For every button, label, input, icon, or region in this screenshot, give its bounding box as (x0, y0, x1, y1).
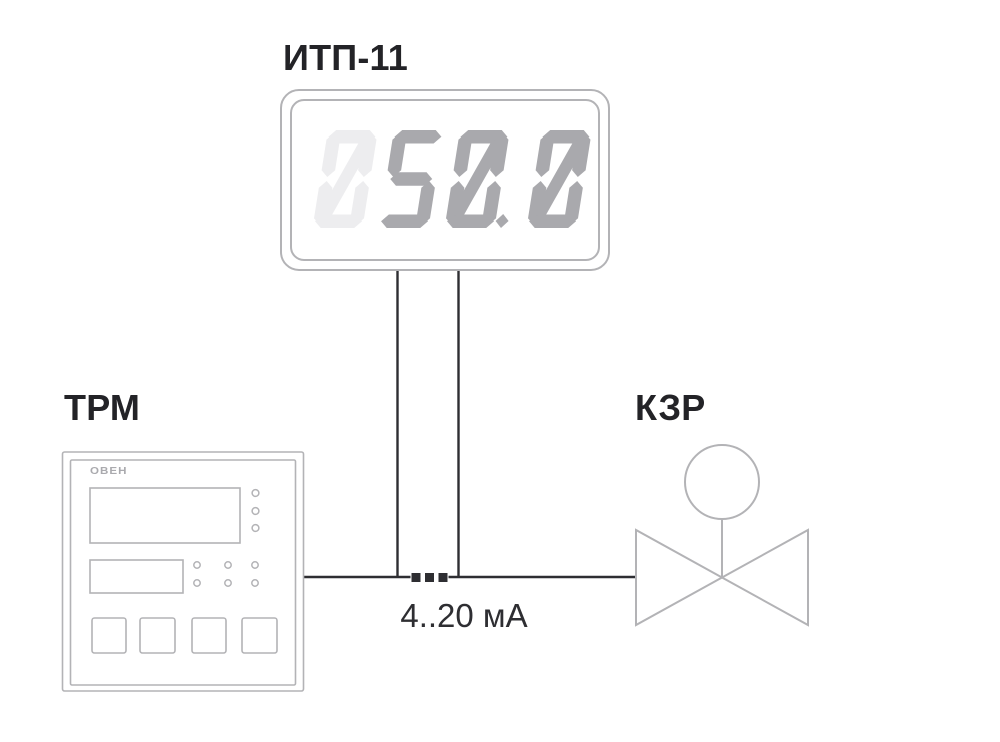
trm-led-6 (251, 561, 259, 569)
digit-segment (318, 139, 372, 219)
trm-main-display (89, 487, 241, 544)
trm-button-3 (191, 617, 227, 654)
digit-segment (394, 130, 442, 144)
wire-dot-1 (411, 573, 421, 582)
trm-secondary-display (89, 559, 184, 594)
trm-button-2 (139, 617, 176, 654)
trm-led-9 (251, 579, 259, 587)
controller-label: ТРМ (64, 387, 141, 428)
valve-body-left-triangle (635, 528, 725, 627)
trm-inner-frame (69, 459, 297, 686)
digit-segment (482, 181, 501, 225)
decimal-point (495, 214, 509, 228)
digit-segment (532, 139, 586, 219)
current-loop-wiring (304, 270, 637, 582)
trm-led-2 (251, 506, 260, 516)
valve-symbol (635, 444, 809, 627)
indicator-outer-bezel (280, 89, 610, 271)
trm-led-1 (251, 488, 260, 498)
trm-led-5 (224, 561, 232, 569)
digit-segment (387, 133, 406, 177)
seven-segment-readout (314, 130, 591, 228)
trm-button-4 (241, 617, 278, 654)
digit-segment (453, 133, 472, 177)
digit-segment (381, 214, 429, 228)
trm-button-1 (91, 617, 127, 654)
digit-segment (535, 133, 554, 177)
trm-led-3 (251, 523, 260, 533)
seven-seg-digit (528, 130, 591, 228)
indicator-label: ИТП-11 (283, 37, 408, 78)
digit-segment (390, 172, 433, 186)
trm-led-7 (193, 579, 201, 587)
wire-dot-3 (438, 573, 448, 582)
seven-seg-digit (446, 130, 509, 228)
digit-segment (350, 181, 369, 225)
seven-seg-digit (314, 130, 377, 228)
seven-seg-digit (381, 130, 442, 228)
valve-body-right-triangle (719, 528, 809, 627)
trm-led-8 (224, 579, 232, 587)
digit-segment (416, 181, 435, 225)
itp11-indicator (280, 89, 610, 271)
trm-led-4 (193, 561, 201, 569)
valve-label: КЗР (635, 387, 706, 428)
signal-range-label: 4..20 мА (400, 597, 528, 634)
wire-dot-2 (425, 573, 434, 582)
digit-segment (321, 133, 340, 177)
indicator-inner-bezel (290, 99, 600, 261)
owen-logo: ОВЕН (90, 466, 128, 477)
digit-segment (564, 181, 583, 225)
valve-actuator-circle (684, 444, 760, 520)
digit-segment (450, 139, 504, 219)
trm-controller (61, 451, 305, 692)
trm-outer-frame (61, 451, 305, 692)
